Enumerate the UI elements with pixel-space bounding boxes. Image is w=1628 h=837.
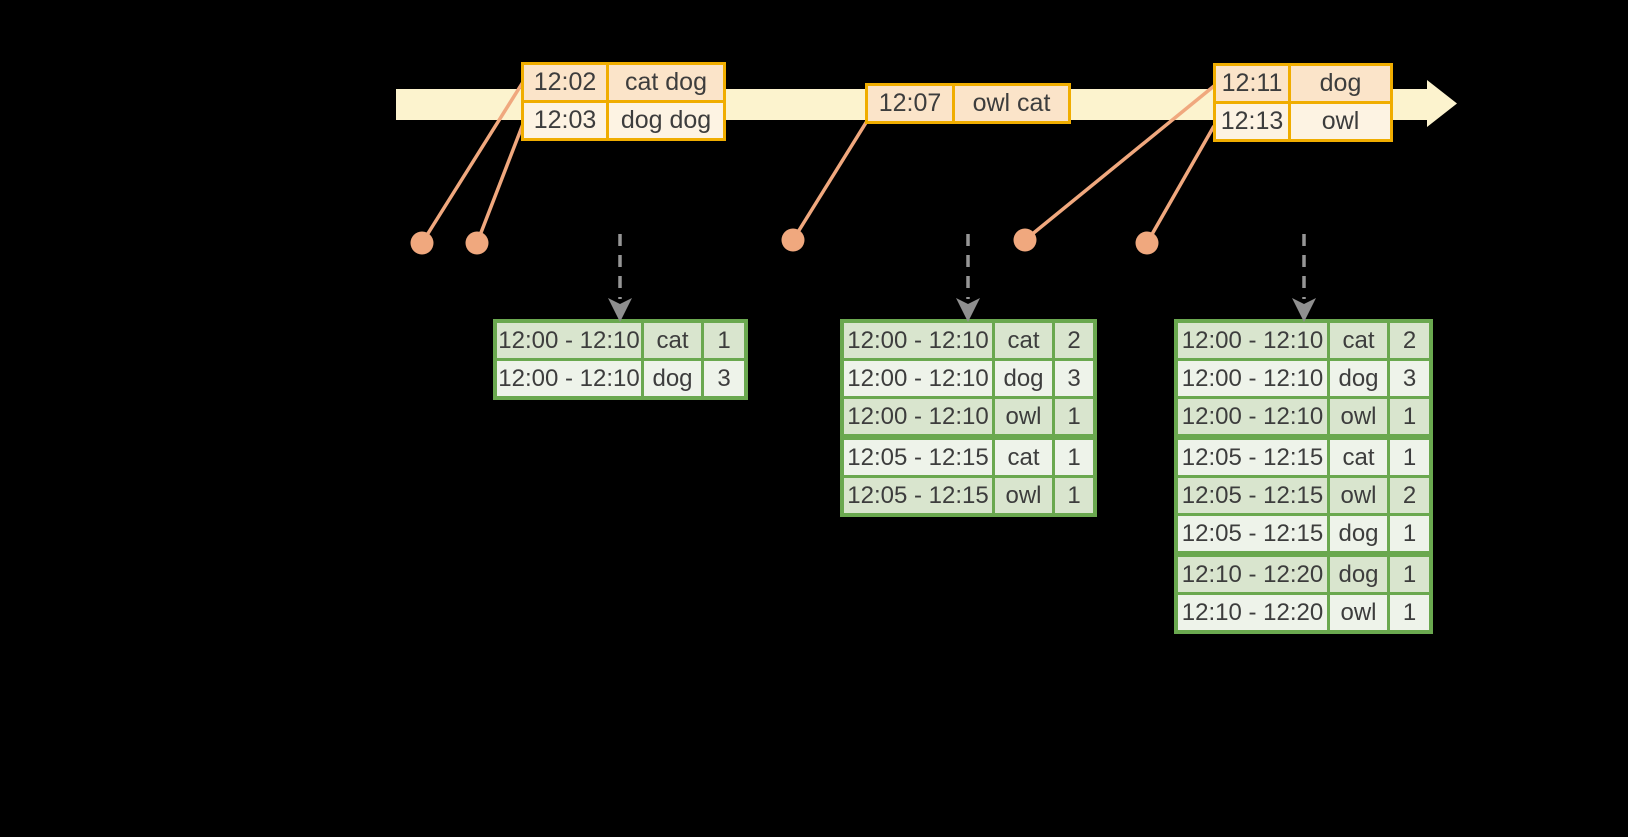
word-cell: dog <box>644 361 701 396</box>
window-group: 12:00 - 12:10 cat 2 12:00 - 12:10 dog 3 … <box>1178 323 1429 434</box>
window-cell: 12:05 - 12:15 <box>1178 516 1327 551</box>
event-words-cell: dog dog <box>609 103 723 138</box>
count-cell: 1 <box>1055 440 1093 475</box>
count-cell: 1 <box>1390 557 1429 592</box>
count-cell: 2 <box>1055 323 1093 358</box>
count-cell: 2 <box>1390 323 1429 358</box>
event-time-cell: 12:13 <box>1216 104 1288 139</box>
word-cell: owl <box>995 478 1052 513</box>
event-row: 12:07 owl cat <box>868 86 1068 121</box>
window-cell: 12:05 - 12:15 <box>844 440 992 475</box>
result-row: 12:10 - 12:20 dog 1 <box>1178 557 1429 592</box>
result-row: 12:00 - 12:10 dog 3 <box>1178 361 1429 396</box>
event-table-2: 12:07 owl cat <box>865 83 1071 124</box>
window-group: 12:00 - 12:10 cat 2 12:00 - 12:10 dog 3 … <box>844 323 1093 434</box>
event-dot-1 <box>410 231 434 255</box>
count-cell: 1 <box>1055 478 1093 513</box>
window-cell: 12:00 - 12:10 <box>844 323 992 358</box>
window-cell: 12:00 - 12:10 <box>1178 323 1327 358</box>
window-cell: 12:10 - 12:20 <box>1178 595 1327 630</box>
result-row: 12:05 - 12:15 cat 1 <box>844 440 1093 475</box>
result-row: 12:00 - 12:10 dog 3 <box>844 361 1093 396</box>
event-row: 12:11 dog <box>1216 66 1390 101</box>
result-row: 12:05 - 12:15 cat 1 <box>1178 440 1429 475</box>
count-cell: 1 <box>1055 399 1093 434</box>
window-cell: 12:00 - 12:10 <box>497 323 641 358</box>
window-cell: 12:10 - 12:20 <box>1178 557 1327 592</box>
event-line-5 <box>1145 125 1216 244</box>
window-group: 12:05 - 12:15 cat 1 12:05 - 12:15 owl 1 <box>844 440 1093 513</box>
count-cell: 1 <box>1390 595 1429 630</box>
word-cell: cat <box>644 323 701 358</box>
window-cell: 12:05 - 12:15 <box>844 478 992 513</box>
window-cell: 12:05 - 12:15 <box>1178 440 1327 475</box>
window-cell: 12:00 - 12:10 <box>1178 399 1327 434</box>
result-row: 12:05 - 12:15 dog 1 <box>1178 516 1429 551</box>
event-dot-3 <box>781 228 805 252</box>
result-table-2: 12:00 - 12:10 cat 2 12:00 - 12:10 dog 3 … <box>840 319 1097 517</box>
word-cell: dog <box>1330 557 1387 592</box>
window-cell: 12:00 - 12:10 <box>844 399 992 434</box>
word-cell: dog <box>1330 361 1387 396</box>
event-words-cell: cat dog <box>609 65 723 100</box>
word-cell: owl <box>1330 478 1387 513</box>
event-row: 12:03 dog dog <box>524 103 723 138</box>
event-dot-4 <box>1013 228 1037 252</box>
window-cell: 12:00 - 12:10 <box>497 361 641 396</box>
word-cell: cat <box>1330 440 1387 475</box>
word-cell: cat <box>995 440 1052 475</box>
result-row: 12:00 - 12:10 cat 1 <box>497 323 744 358</box>
result-table-1: 12:00 - 12:10 cat 1 12:00 - 12:10 dog 3 <box>493 319 748 400</box>
event-time-cell: 12:02 <box>524 65 606 100</box>
window-group: 12:10 - 12:20 dog 1 12:10 - 12:20 owl 1 <box>1178 557 1429 630</box>
event-dot-2 <box>465 231 489 255</box>
event-line-1 <box>420 81 525 244</box>
result-row: 12:00 - 12:10 cat 2 <box>1178 323 1429 358</box>
event-line-3 <box>791 120 869 241</box>
count-cell: 2 <box>1390 478 1429 513</box>
count-cell: 1 <box>704 323 744 358</box>
window-cell: 12:05 - 12:15 <box>1178 478 1327 513</box>
result-row: 12:05 - 12:15 owl 1 <box>844 478 1093 513</box>
event-words-cell: owl <box>1291 104 1390 139</box>
event-time-cell: 12:11 <box>1216 66 1288 101</box>
count-cell: 3 <box>1055 361 1093 396</box>
event-dot-5 <box>1135 231 1159 255</box>
event-line-2 <box>475 123 525 244</box>
word-cell: cat <box>1330 323 1387 358</box>
word-cell: owl <box>995 399 1052 434</box>
word-cell: dog <box>995 361 1052 396</box>
result-row: 12:00 - 12:10 dog 3 <box>497 361 744 396</box>
count-cell: 3 <box>704 361 744 396</box>
result-table-3: 12:00 - 12:10 cat 2 12:00 - 12:10 dog 3 … <box>1174 319 1433 634</box>
window-group: 12:00 - 12:10 cat 1 12:00 - 12:10 dog 3 <box>497 323 744 396</box>
count-cell: 1 <box>1390 399 1429 434</box>
event-row: 12:13 owl <box>1216 104 1390 139</box>
word-cell: owl <box>1330 595 1387 630</box>
result-row: 12:10 - 12:20 owl 1 <box>1178 595 1429 630</box>
event-table-3: 12:11 dog 12:13 owl <box>1213 63 1393 142</box>
window-cell: 12:00 - 12:10 <box>844 361 992 396</box>
count-cell: 3 <box>1390 361 1429 396</box>
count-cell: 1 <box>1390 516 1429 551</box>
word-cell: dog <box>1330 516 1387 551</box>
event-words-cell: owl cat <box>955 86 1068 121</box>
result-row: 12:00 - 12:10 owl 1 <box>844 399 1093 434</box>
event-time-cell: 12:03 <box>524 103 606 138</box>
window-group: 12:05 - 12:15 cat 1 12:05 - 12:15 owl 2 … <box>1178 440 1429 551</box>
event-row: 12:02 cat dog <box>524 65 723 100</box>
word-cell: owl <box>1330 399 1387 434</box>
window-cell: 12:00 - 12:10 <box>1178 361 1327 396</box>
event-time-cell: 12:07 <box>868 86 952 121</box>
count-cell: 1 <box>1390 440 1429 475</box>
event-table-1: 12:02 cat dog 12:03 dog dog <box>521 62 726 141</box>
result-row: 12:00 - 12:10 owl 1 <box>1178 399 1429 434</box>
result-row: 12:05 - 12:15 owl 2 <box>1178 478 1429 513</box>
event-words-cell: dog <box>1291 66 1390 101</box>
result-row: 12:00 - 12:10 cat 2 <box>844 323 1093 358</box>
word-cell: cat <box>995 323 1052 358</box>
